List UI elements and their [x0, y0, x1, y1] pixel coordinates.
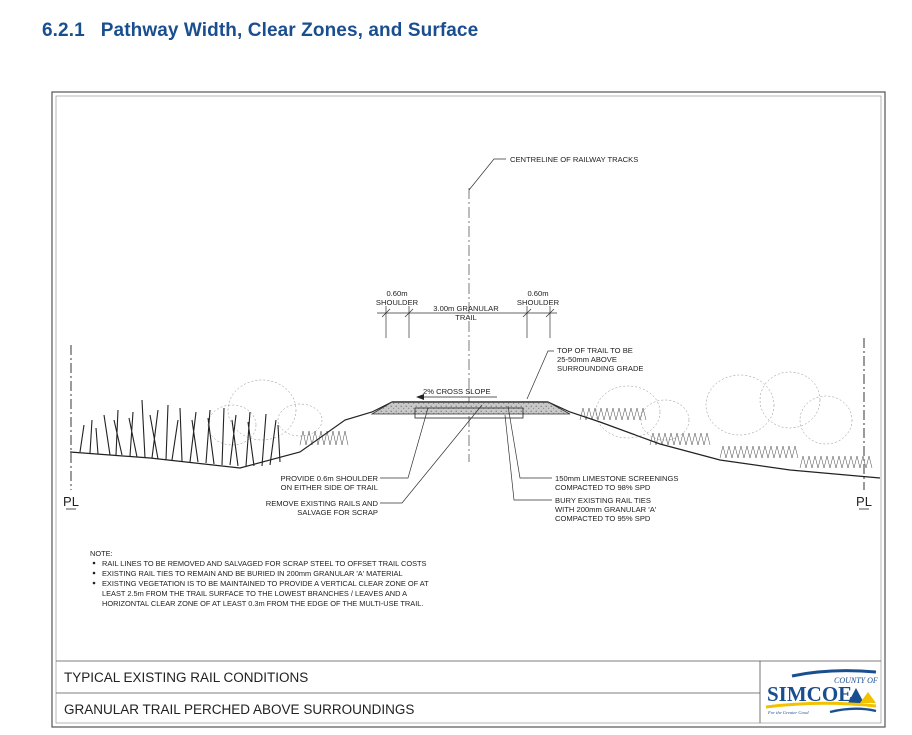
- shoulder-left-value: 0.60m: [386, 289, 407, 298]
- remove-rails-leader: [380, 404, 483, 504]
- logo-tagline: For the Greater Good: [767, 710, 809, 715]
- note-bullet: [92, 571, 96, 575]
- provide-shoulder-leader: [380, 407, 429, 479]
- note-2: EXISTING RAIL TIES TO REMAIN AND BE BURI…: [102, 569, 403, 578]
- section-heading: 6.2.1 Pathway Width, Clear Zones, and Sur…: [42, 20, 478, 42]
- provide-shoulder-line2: ON EITHER SIDE OF TRAIL: [281, 483, 378, 492]
- centreline-label: CENTRELINE OF RAILWAY TRACKS: [510, 155, 638, 164]
- top-of-trail-leader: [526, 350, 554, 400]
- top-of-trail-line3: SURROUNDING GRADE: [557, 364, 644, 373]
- trail-width-label: TRAIL: [455, 313, 477, 322]
- note-1: RAIL LINES TO BE REMOVED AND SALVAGED FO…: [102, 559, 427, 568]
- bury-ties-line3: COMPACTED TO 95% SPD: [555, 514, 651, 523]
- top-of-trail-line2: 25-50mm ABOVE: [557, 355, 617, 364]
- remove-rails-line1: REMOVE EXISTING RAILS AND: [266, 499, 379, 508]
- cross-slope-label: 2% CROSS SLOPE: [423, 387, 491, 396]
- dimension-lines: [377, 306, 557, 338]
- limestone-leader: [507, 405, 552, 479]
- note-bullet: [92, 581, 96, 585]
- short-grasses: [299, 407, 873, 469]
- shoulder-right-value: 0.60m: [527, 289, 548, 298]
- note-bullet: [92, 561, 96, 565]
- bury-ties-line2: WITH 200mm GRANULAR 'A': [555, 505, 657, 514]
- property-line-right-mark: PL: [856, 494, 872, 509]
- shoulder-right-label: SHOULDER: [517, 298, 560, 307]
- note-3-line2: LEAST 2.5m FROM THE TRAIL SURFACE TO THE…: [102, 589, 407, 598]
- section-title: Pathway Width, Clear Zones, and Surface: [100, 20, 479, 41]
- remove-rails-line2: SALVAGE FOR SCRAP: [297, 508, 378, 517]
- centreline-leader: [468, 158, 506, 191]
- notes-heading: NOTE:: [90, 549, 113, 558]
- simcoe-logo: COUNTY OF SIMCOE For the Greater Good: [765, 669, 878, 715]
- provide-shoulder-line1: PROVIDE 0.6m SHOULDER: [281, 474, 379, 483]
- title-line-1: TYPICAL EXISTING RAIL CONDITIONS: [64, 670, 308, 685]
- section-number: 6.2.1: [42, 20, 85, 41]
- title-line-2: GRANULAR TRAIL PERCHED ABOVE SURROUNDING…: [64, 702, 414, 717]
- note-3-line3: HORIZONTAL CLEAR ZONE OF AT LEAST 0.3m F…: [102, 599, 423, 608]
- note-3-line1: EXISTING VEGETATION IS TO BE MAINTAINED …: [102, 579, 429, 588]
- shoulder-left-label: SHOULDER: [376, 298, 419, 307]
- limestone-line1: 150mm LIMESTONE SCREENINGS: [555, 474, 679, 483]
- buried-rail-ties: [414, 407, 524, 419]
- trail-width-value: 3.00m GRANULAR: [433, 304, 499, 313]
- bury-ties-line1: BURY EXISTING RAIL TIES: [555, 496, 651, 505]
- drawing-border-inner: [55, 95, 882, 724]
- limestone-line2: COMPACTED TO 98% SPD: [555, 483, 651, 492]
- grasses: [79, 399, 281, 467]
- top-of-trail-line1: TOP OF TRAIL TO BE: [557, 346, 633, 355]
- cross-slope-arrowhead: [416, 394, 424, 400]
- property-line-left-mark: PL: [63, 494, 79, 509]
- logo-county-text: COUNTY OF: [834, 676, 878, 685]
- bury-ties-leader: [504, 414, 552, 501]
- drawing-border-outer: [51, 91, 886, 728]
- vegetation: [207, 371, 853, 446]
